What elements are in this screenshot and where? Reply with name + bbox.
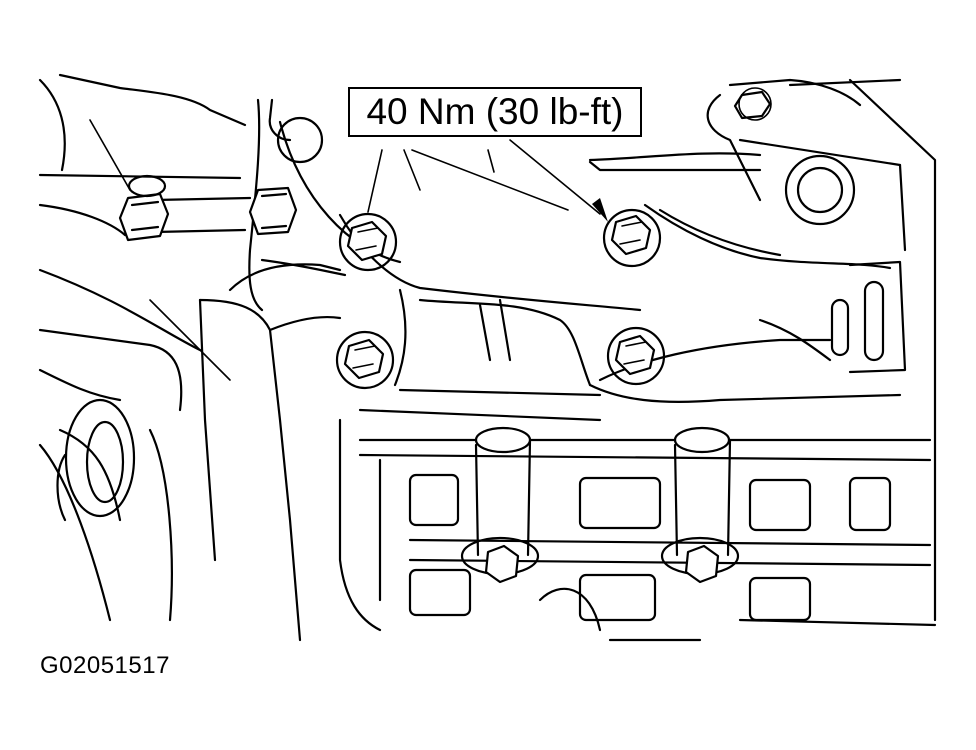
- mount-bolt-lower-right: [606, 326, 666, 386]
- mount-bracket-plate: [338, 203, 907, 422]
- mount-bolt-upper-right: [602, 208, 662, 268]
- leader-arrow: [367, 139, 608, 222]
- torque-label: 40 Nm (30 lb-ft): [366, 91, 624, 132]
- engine-block-left: [38, 73, 247, 622]
- mount-bolt-upper-left: [338, 212, 398, 272]
- lower-casting: [338, 418, 937, 642]
- figure-id: G02051517: [40, 652, 170, 679]
- standoff-bolt-left: [460, 426, 540, 584]
- strap-bracket: [248, 98, 402, 312]
- torque-callout: 40 Nm (30 lb-ft): [348, 87, 642, 137]
- side-bolt-left: [118, 174, 252, 242]
- left-housing: [198, 263, 342, 642]
- mount-bolt-lower-left: [335, 330, 395, 390]
- standoff-bolt-right: [660, 426, 740, 584]
- upper-right-bracket: [588, 78, 937, 622]
